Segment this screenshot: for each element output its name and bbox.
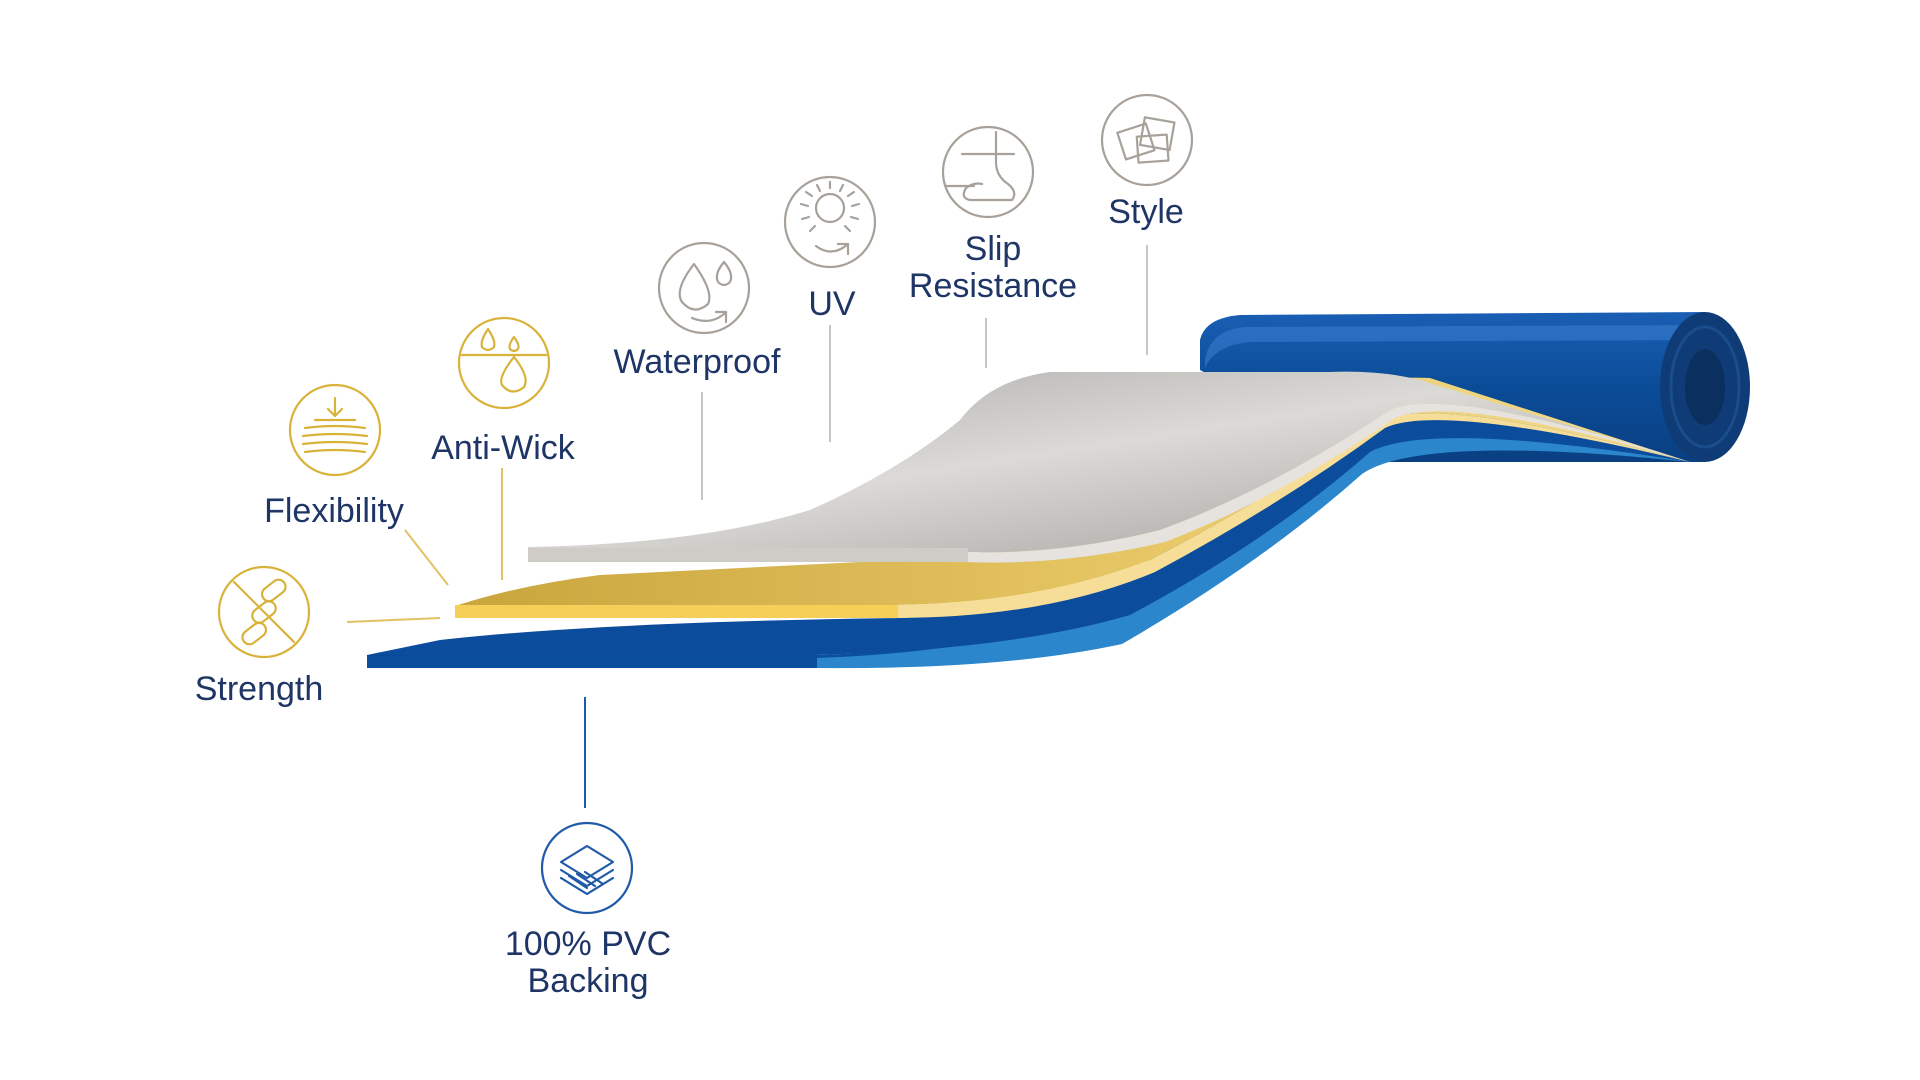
connector-strength <box>346 617 441 623</box>
slip-resistance-label-line2: Resistance <box>909 267 1077 305</box>
pvc-backing-label-line2: Backing <box>528 962 649 1000</box>
flexibility-label: Flexibility <box>264 492 404 530</box>
pvc-layer-surface <box>367 393 1690 655</box>
waterproof-label: Waterproof <box>614 343 781 381</box>
sun-icon <box>783 175 877 269</box>
stacked-layers-icon <box>540 821 634 915</box>
uv-label: UV <box>808 285 856 323</box>
roll-end-ring <box>1669 325 1741 449</box>
swatches-icon <box>1100 93 1194 187</box>
pvc-layer-front-edge <box>367 656 817 668</box>
chain-link-icon <box>217 565 311 659</box>
style-label: Style <box>1108 193 1184 231</box>
style-layer-front-edge <box>528 548 968 562</box>
anti-wick-layer <box>455 377 1690 606</box>
droplets-icon <box>457 316 551 410</box>
anti-wick-label: Anti-Wick <box>431 429 576 467</box>
strength-label: Strength <box>195 670 324 708</box>
pvc-backing-label-line1: 100% PVC <box>505 925 671 963</box>
connector-lines <box>346 245 1148 808</box>
roll-end-core <box>1685 349 1725 425</box>
slip-resistance-label-line1: Slip <box>965 230 1022 268</box>
connector-flexibility <box>404 529 449 586</box>
foot-icon <box>941 125 1035 219</box>
roll-highlight <box>1205 325 1705 368</box>
style-layer <box>528 371 1690 553</box>
water-drops-icon <box>657 241 751 335</box>
material-sheet <box>367 312 1750 669</box>
compression-layers-icon <box>288 383 382 477</box>
anti-wick-front-edge <box>455 605 898 618</box>
